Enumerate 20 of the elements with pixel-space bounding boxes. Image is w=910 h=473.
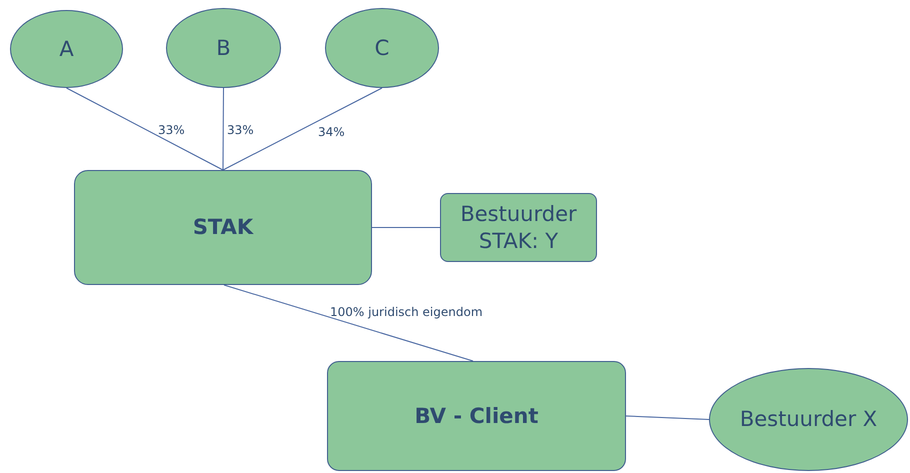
node-label: Bestuurder STAK: Y xyxy=(459,201,578,254)
edge-label: 33% xyxy=(227,123,254,137)
edge-label: 100% juridisch eigendom xyxy=(330,305,483,319)
node-label: B xyxy=(216,34,231,62)
connector-line xyxy=(626,416,710,420)
edge-label: 33% xyxy=(158,123,185,137)
connector-line xyxy=(222,88,224,170)
rounded-box xyxy=(440,193,597,262)
rounded-box xyxy=(327,361,626,471)
connector-line xyxy=(372,227,440,228)
node-label: Bestuurder X xyxy=(740,406,878,433)
connector-line xyxy=(222,88,382,170)
edge-label: 34% xyxy=(318,125,345,139)
node-label: STAK xyxy=(192,214,254,241)
connector-line xyxy=(66,88,224,170)
node-label: C xyxy=(374,34,390,62)
node-label: BV - Client xyxy=(414,402,538,430)
rounded-box xyxy=(74,170,372,285)
node-label: A xyxy=(59,36,74,62)
connector-line xyxy=(224,284,474,362)
